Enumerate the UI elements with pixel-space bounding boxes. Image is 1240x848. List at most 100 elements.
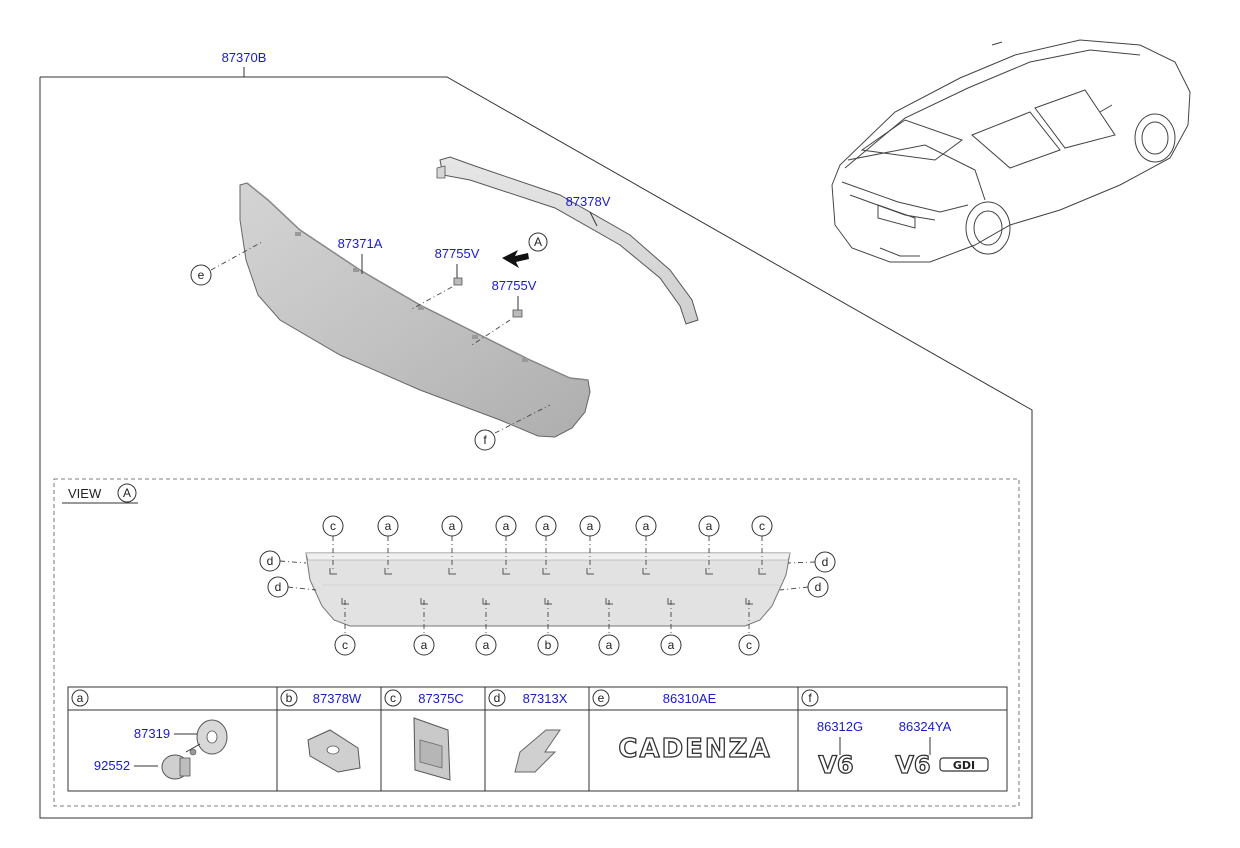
assembly-boundary	[39, 76, 1033, 819]
view-title: VIEW	[68, 486, 102, 501]
top-callout-circle	[377, 515, 399, 537]
side-callout-letter: d	[822, 555, 829, 569]
table-header-circle	[801, 689, 819, 707]
table-header-part-number[interactable]: 87313X	[523, 691, 568, 706]
cell-a-part-92552[interactable]: 92552	[94, 758, 130, 773]
view-marker-circle	[528, 232, 548, 252]
retainer-upper-part-number[interactable]: 87755V	[435, 246, 480, 261]
side-callout-circle	[267, 576, 289, 598]
top-callout-circle	[579, 515, 601, 537]
clip-d-illustration	[514, 729, 561, 773]
car-illustration	[831, 39, 1191, 263]
bottom-callout-letter: c	[746, 638, 752, 652]
bottom-callout-letter: a	[668, 638, 675, 652]
bottom-callout-circle	[413, 634, 435, 656]
bottom-callout-circle	[738, 634, 760, 656]
molding-part-number[interactable]: 87378V	[566, 194, 611, 209]
top-clip-mark	[542, 568, 550, 575]
cell-a-part-87319[interactable]: 87319	[134, 726, 170, 741]
top-clip-mark	[758, 568, 766, 575]
top-callout-letter: a	[706, 519, 713, 533]
callout-e-circle	[190, 264, 212, 286]
table-header-letter: b	[286, 691, 293, 705]
gdi-badge-text: GDI	[953, 759, 975, 772]
table-header-part-number[interactable]: 86310AE	[663, 691, 717, 706]
view-title-marker-letter: A	[123, 486, 131, 500]
bottom-callout-letter: a	[483, 638, 490, 652]
view-clip-marks	[329, 568, 766, 605]
bottom-callout-letter: a	[606, 638, 613, 652]
bottom-clip-mark	[420, 598, 428, 605]
top-callout-circle	[535, 515, 557, 537]
retainer-lower-part-number[interactable]: 87755V	[492, 278, 537, 293]
top-callout-letter: a	[587, 519, 594, 533]
top-callout-letter: a	[643, 519, 650, 533]
top-callout-circle	[698, 515, 720, 537]
view-marker-letter: A	[534, 235, 542, 249]
side-callout-letter: d	[267, 554, 274, 568]
top-callout-circle	[495, 515, 517, 537]
pad-illustration	[307, 729, 361, 773]
top-clip-mark	[448, 568, 456, 575]
top-callout-circle	[322, 515, 344, 537]
retainer-upper	[453, 277, 463, 286]
bottom-clip-mark	[745, 598, 753, 605]
top-callout-letter: c	[330, 519, 336, 533]
cadenza-emblem: CADENZA	[618, 734, 771, 764]
side-callout-circle	[259, 550, 281, 572]
washer-nut-illustration	[161, 719, 228, 780]
table-header-circle	[384, 689, 402, 707]
top-callout-letter: c	[759, 519, 765, 533]
table-header-letter: d	[494, 691, 501, 705]
side-callout-leader	[287, 586, 317, 591]
side-callout-letter: d	[275, 580, 282, 594]
table-header-letter: a	[77, 691, 84, 705]
cell-f-part-86324ya[interactable]: 86324YA	[899, 719, 952, 734]
bottom-callout-letter: b	[545, 638, 552, 652]
top-callout-letter: a	[385, 519, 392, 533]
top-callout-circle	[635, 515, 657, 537]
top-callout-letter: a	[543, 519, 550, 533]
bottom-callout-circle	[660, 634, 682, 656]
top-clip-mark	[502, 568, 510, 575]
garnish-rear-view	[305, 552, 791, 627]
assembly-part-number[interactable]: 87370B	[222, 50, 267, 65]
bottom-callout-circle	[475, 634, 497, 656]
view-arrow	[502, 250, 529, 268]
table-header-circle	[71, 689, 89, 707]
v6-gdi-emblem: V6	[895, 751, 930, 779]
top-callout-letter: a	[503, 519, 510, 533]
table-header-letter: c	[390, 691, 396, 705]
bottom-clip-mark	[341, 598, 349, 605]
bottom-callout-letter: a	[421, 638, 428, 652]
view-title-marker-circle	[117, 483, 137, 503]
bottom-callout-circle	[537, 634, 559, 656]
table-header-letter: e	[598, 691, 605, 705]
gdi-badge	[939, 757, 989, 772]
bottom-clip-mark	[605, 598, 613, 605]
clip-c-illustration	[413, 717, 451, 781]
callout-f-circle	[474, 429, 496, 451]
top-clip-mark	[642, 568, 650, 575]
side-callout-letter: d	[815, 580, 822, 594]
side-callout-circle	[814, 551, 836, 573]
retainer-lower	[512, 309, 523, 318]
table-header-part-number[interactable]: 87375C	[418, 691, 464, 706]
table-header-part-number[interactable]: 87378W	[313, 691, 362, 706]
table-header-circle	[592, 689, 610, 707]
v6-emblem: V6	[818, 751, 853, 779]
callout-e-letter: e	[198, 268, 205, 282]
bottom-callout-circle	[598, 634, 620, 656]
top-callout-circle	[441, 515, 463, 537]
bottom-callout-circle	[334, 634, 356, 656]
molding-part	[436, 156, 699, 325]
top-clip-mark	[329, 568, 337, 575]
bottom-callout-letter: c	[342, 638, 348, 652]
garnish-part-number[interactable]: 87371A	[338, 236, 383, 251]
garnish-part	[239, 182, 591, 438]
cell-f-part-86312g[interactable]: 86312G	[817, 719, 863, 734]
top-callout-circle	[751, 515, 773, 537]
